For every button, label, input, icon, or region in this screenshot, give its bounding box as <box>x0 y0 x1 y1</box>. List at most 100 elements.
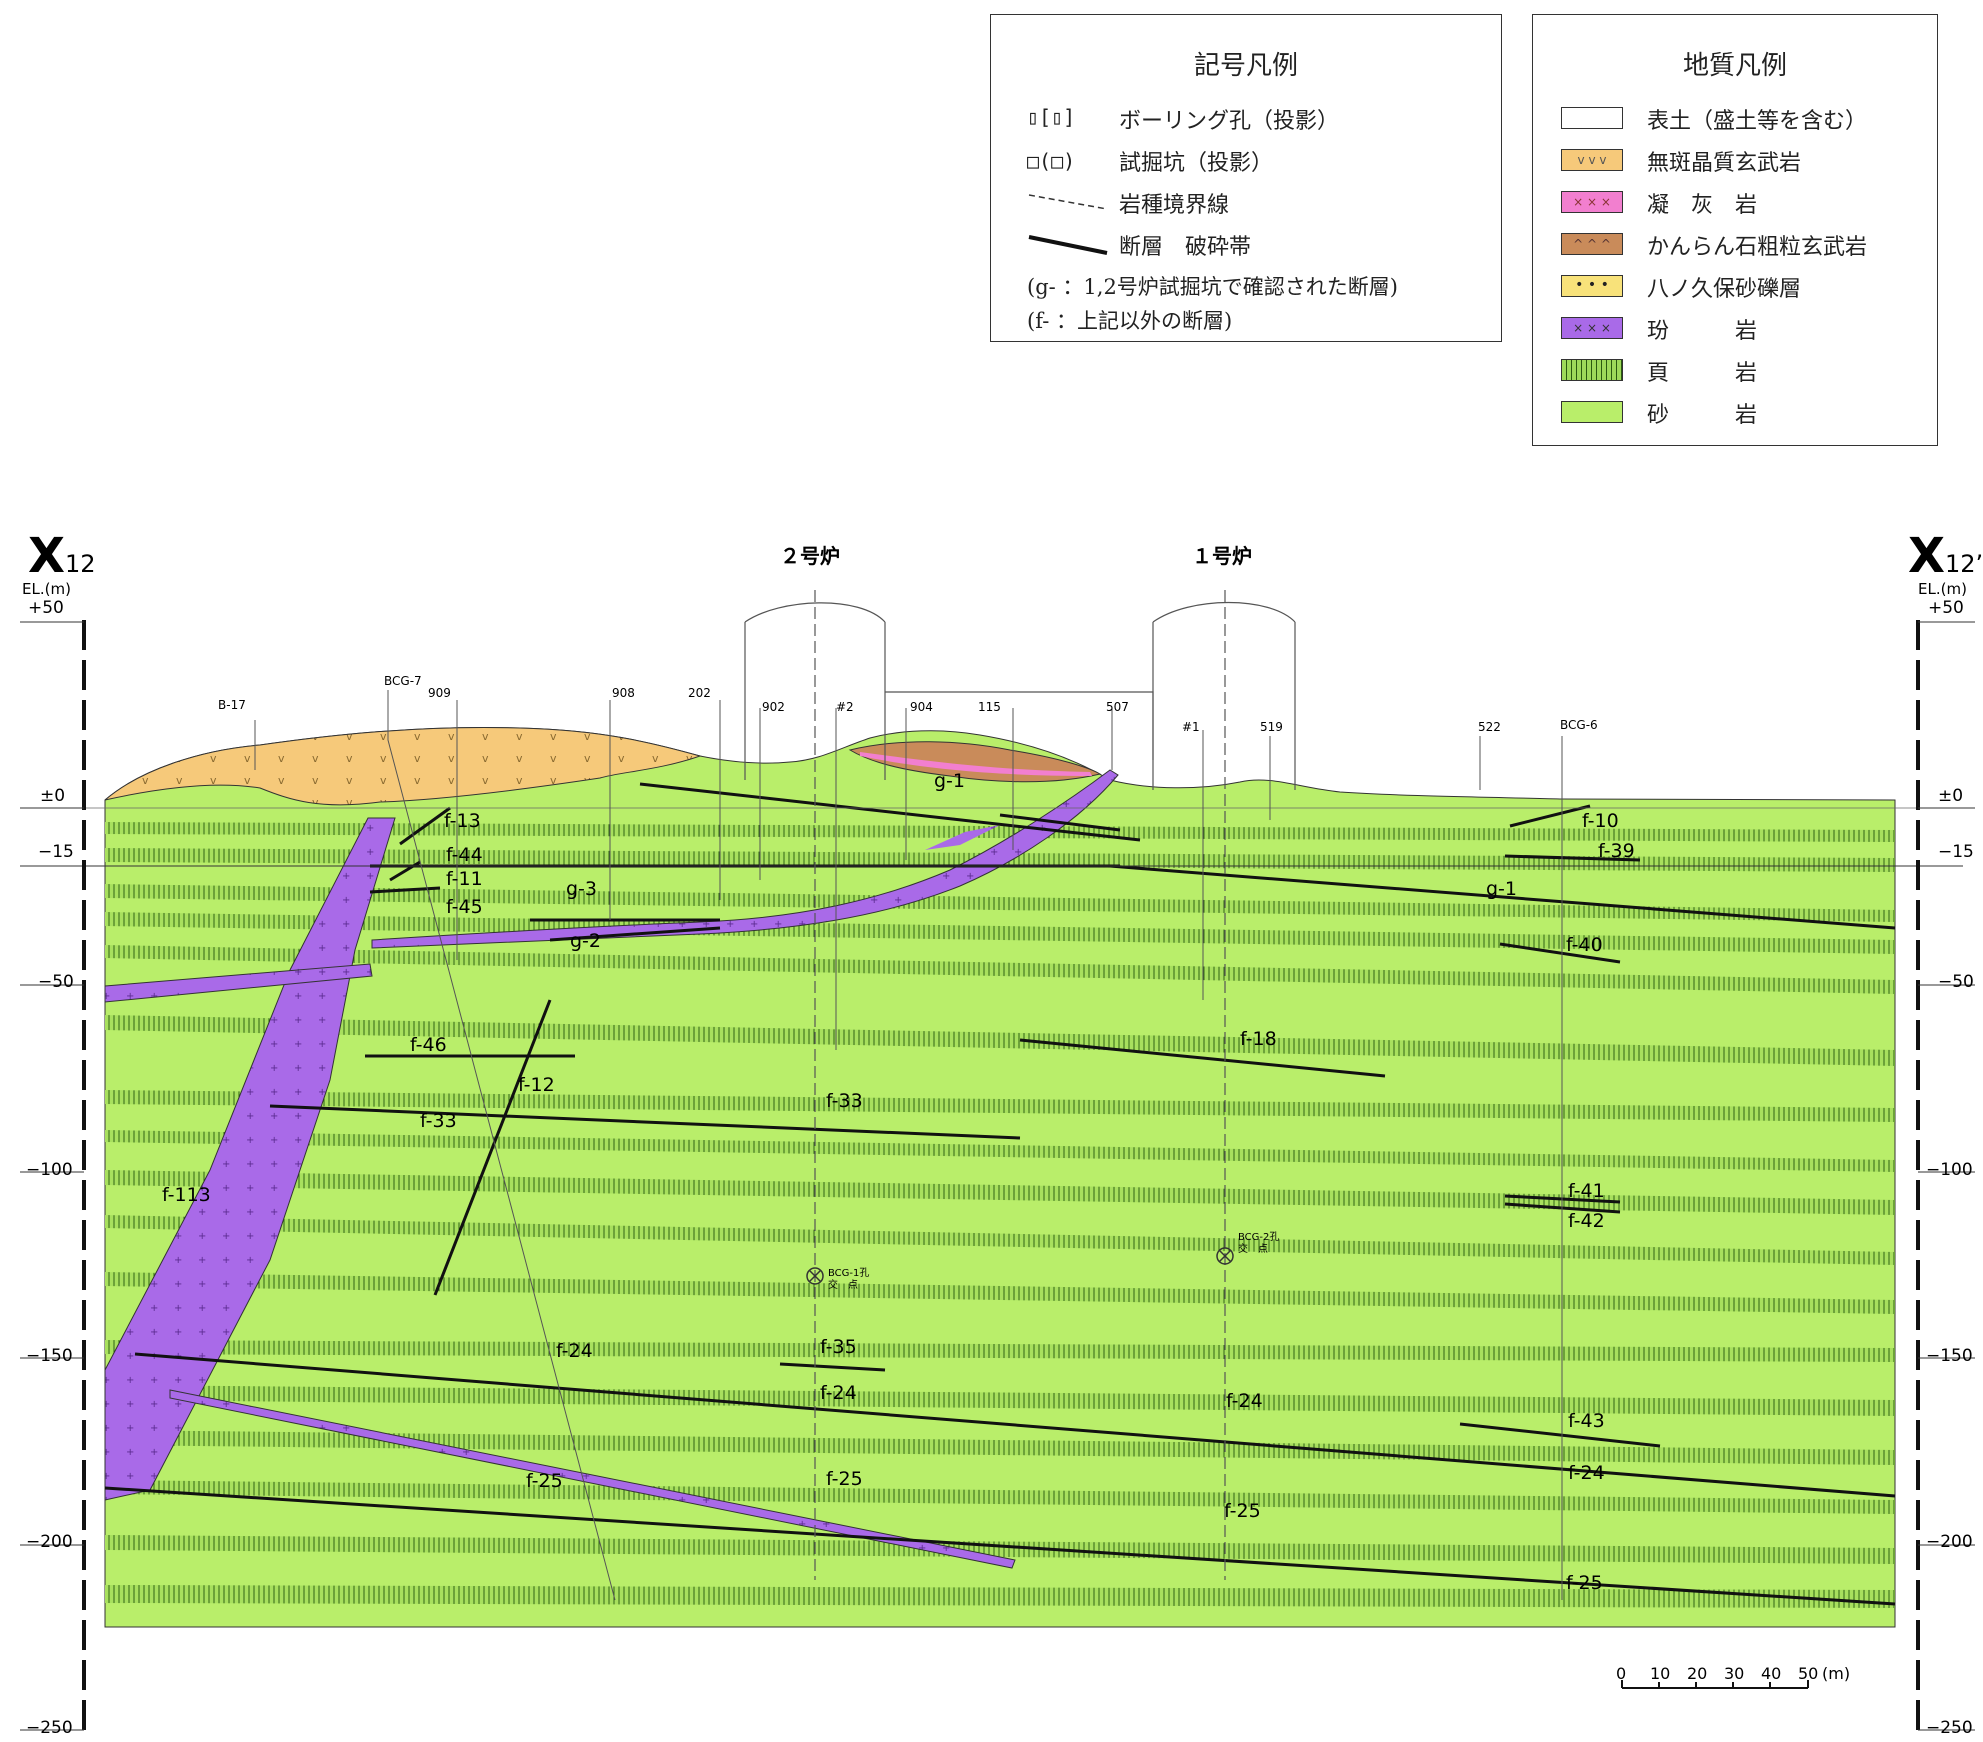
scale-label: 0 <box>1616 1664 1627 1683</box>
left-elev-label: EL.(m) <box>22 580 71 598</box>
borehole-label: B-17 <box>218 698 246 712</box>
section-left-marker: X12 <box>28 528 96 584</box>
left-tick-minus150: −150 <box>26 1346 73 1366</box>
rock-boundary-line-icon <box>1028 194 1108 210</box>
symbol-legend-title: 記号凡例 <box>1193 51 1298 81</box>
right-tick-minus150: −150 <box>1926 1346 1973 1366</box>
fault-label: f-43 <box>1568 1410 1605 1432</box>
left-tick-minus100: −100 <box>26 1160 73 1180</box>
swatch-shale <box>1561 359 1623 381</box>
swatch-topsoil <box>1561 107 1623 129</box>
swatch-gravel: • • • <box>1561 275 1623 297</box>
left-tick-minus250: −250 <box>26 1718 73 1738</box>
reactor-2-outline <box>744 590 886 1580</box>
intersection-label-line1: BCG-2孔 <box>1238 1232 1280 1243</box>
scale-label: 10 <box>1650 1664 1671 1683</box>
intersection-label: BCG-1孔 交 点 <box>828 1268 869 1292</box>
intersection-label-line2: 交 点 <box>1238 1244 1268 1255</box>
legend-f-fault-note: (f- ：上記以外の断層) <box>1027 309 1233 333</box>
shale-bands <box>105 822 1895 1608</box>
fault-label: f-24 <box>1226 1390 1263 1412</box>
swatch-porphyrite: × × × <box>1561 317 1623 339</box>
left-tick-minus15: −15 <box>38 842 74 862</box>
borehole-symbol: ▯[▯] <box>1027 105 1076 129</box>
fault-label: f-33 <box>420 1110 457 1132</box>
fault-label: f-45 <box>446 896 483 918</box>
borehole-label: #1 <box>1182 720 1200 734</box>
fault-label: f-25 <box>1566 1572 1603 1594</box>
fault-label: f-41 <box>1568 1180 1605 1202</box>
borehole-label: 507 <box>1106 700 1129 714</box>
borehole-label: 909 <box>428 686 451 700</box>
boreholes <box>254 690 1563 1601</box>
reactor-1-outline <box>885 590 1296 1580</box>
legend-borehole-label: ボーリング孔（投影） <box>1119 109 1340 134</box>
legend-shale: 頁 岩 <box>1647 361 1758 386</box>
legend-sandstone: 砂 岩 <box>1647 403 1758 428</box>
borehole-label: 202 <box>688 686 711 700</box>
legend-basalt: 無斑晶質玄武岩 <box>1647 151 1802 176</box>
geology-legend-title: 地質凡例 <box>1682 51 1787 81</box>
tuff-lens <box>860 752 1092 776</box>
fault-label: f-25 <box>526 1470 563 1492</box>
left-elevation-ruler <box>20 620 86 1731</box>
scale-label: 50 <box>1798 1664 1819 1683</box>
right-tick-minus50: −50 <box>1938 972 1974 992</box>
fault-label: f-39 <box>1598 840 1635 862</box>
left-tick-minus50: −50 <box>38 972 74 992</box>
scale-bar <box>1621 1680 1809 1689</box>
fault-label: g-3 <box>566 878 598 900</box>
legend-rock-boundary-label: 岩種境界線 <box>1119 193 1230 218</box>
test-pit-symbol: □(□) <box>1027 149 1076 173</box>
legend-test-pit-label: 試掘坑（投影） <box>1119 151 1274 176</box>
intersection-label-line1: BCG-1孔 <box>828 1268 870 1279</box>
borehole-label: 908 <box>612 686 635 700</box>
legend-tuff: 凝 灰 岩 <box>1647 193 1758 218</box>
legend-gravel: 八ノ久保砂礫層 <box>1647 277 1802 302</box>
swatch-olivine-basalt: ^ ^ ^ <box>1561 233 1623 255</box>
legend-topsoil: 表土（盛土等を含む） <box>1647 109 1868 134</box>
geologic-cross-section: v + <box>20 590 1975 1731</box>
fault-label: f-46 <box>410 1034 447 1056</box>
basalt-layer <box>104 726 702 806</box>
reactor-1-label: １号炉 <box>1192 544 1252 568</box>
fault-label: f-10 <box>1582 810 1619 832</box>
fault-label: g-1 <box>934 770 966 792</box>
fault-label: f-24 <box>1568 1462 1605 1484</box>
intersection-label-line2: 交 点 <box>828 1280 858 1291</box>
scale-label: (m) <box>1822 1664 1851 1683</box>
fault-label: f-42 <box>1568 1210 1605 1232</box>
section-left-sub: 12 <box>65 550 96 578</box>
right-tick-minus15: −15 <box>1938 842 1974 862</box>
right-tick-minus100: −100 <box>1926 1160 1973 1180</box>
borehole-label: 522 <box>1478 720 1501 734</box>
borehole-label: BCG-6 <box>1560 718 1598 732</box>
intersection-label: BCG-2孔 交 点 <box>1238 1232 1279 1256</box>
right-tick-50: +50 <box>1928 598 1964 618</box>
fault-label: f-12 <box>518 1074 555 1096</box>
right-tick-minus200: −200 <box>1926 1532 1973 1552</box>
scale-label: 30 <box>1724 1664 1745 1683</box>
fault-label: f-24 <box>820 1382 857 1404</box>
section-right-marker: X12’ <box>1908 528 1983 584</box>
fault-label: f-33 <box>826 1090 863 1112</box>
left-tick-minus200: −200 <box>26 1532 73 1552</box>
borehole-label: 904 <box>910 700 933 714</box>
fault-label: f-11 <box>446 868 483 890</box>
fault-label: f-44 <box>446 844 483 866</box>
legend-porphyrite: 玢 岩 <box>1647 319 1758 344</box>
section-right-sub: 12’ <box>1945 550 1983 578</box>
symbol-legend: 記号凡例 ▯[▯] ボーリング孔（投影） □(□) 試掘坑（投影） 岩種境界線 … <box>990 14 1502 342</box>
reactor-2-label: ２号炉 <box>780 544 840 568</box>
borehole-label: 902 <box>762 700 785 714</box>
borehole-label: #2 <box>836 700 854 714</box>
right-tick-minus250: −250 <box>1926 1718 1973 1738</box>
fault-label: f-25 <box>1224 1500 1261 1522</box>
borehole-label: BCG-7 <box>384 674 422 688</box>
section-left-label: X <box>28 528 66 584</box>
swatch-tuff: × × × <box>1561 191 1623 213</box>
fault-label: f-113 <box>162 1184 211 1206</box>
section-right-label: X <box>1908 528 1946 584</box>
left-tick-0: ±0 <box>40 786 66 806</box>
fault-label: f-35 <box>820 1336 857 1358</box>
